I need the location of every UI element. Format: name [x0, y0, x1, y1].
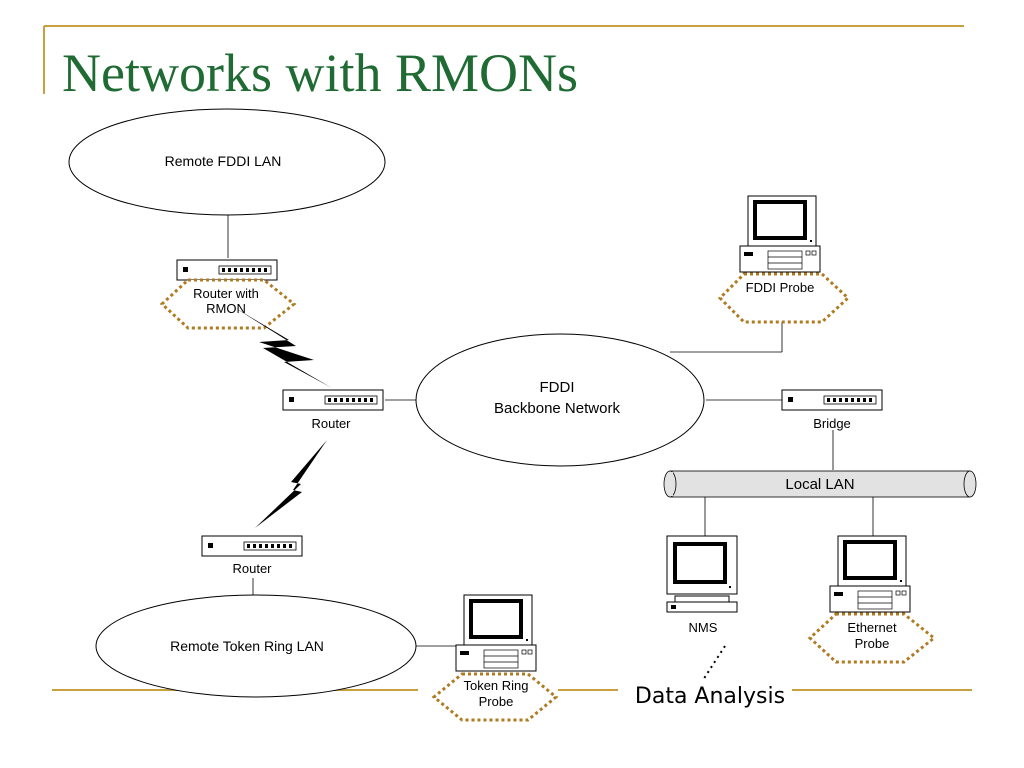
fddi-probe-label: FDDI Probe — [746, 280, 815, 295]
ethernet-probe-label-2: Probe — [855, 636, 890, 651]
nms-label: NMS — [689, 620, 718, 635]
fddi-backbone-ellipse — [415, 333, 705, 467]
router-rmon-probe-outline — [159, 278, 297, 330]
token-ring-probe-label-2: Probe — [479, 694, 514, 709]
bridge-label: Bridge — [813, 416, 851, 431]
remote-fddi-lan-ellipse — [68, 108, 386, 216]
fddi-backbone-label-2: Backbone Network — [494, 400, 620, 417]
remote-token-ring-lan-ellipse — [95, 594, 417, 698]
local-lan-label: Local LAN — [785, 476, 854, 493]
ethernet-probe-label-1: Ethernet — [847, 620, 897, 635]
router-low-label: Router — [232, 561, 272, 576]
token-ring-probe-workstation-icon — [454, 593, 538, 673]
router-rmon-icon — [176, 259, 278, 281]
fddi-probe-outline — [717, 272, 851, 324]
router-rmon-label-2: RMON — [206, 301, 246, 316]
local-lan-pipe — [663, 470, 977, 498]
remote-token-ring-lan-label: Remote Token Ring LAN — [170, 638, 324, 654]
data-analysis-label: Data Analysis — [635, 684, 785, 709]
nms-workstation-icon — [665, 534, 739, 614]
token-ring-probe-label-1: Token Ring — [463, 678, 528, 693]
fddi-probe-workstation-icon — [738, 194, 822, 274]
router-mid-icon — [282, 389, 384, 411]
remote-fddi-lan-label: Remote FDDI LAN — [165, 153, 282, 169]
router-mid-label: Router — [311, 416, 351, 431]
data-analysis-dotted-link — [702, 645, 726, 681]
ethernet-probe-workstation-icon — [828, 534, 912, 614]
router-low-icon — [201, 535, 303, 557]
wan-link-lower-icon — [255, 440, 327, 528]
fddi-backbone-label-1: FDDI — [540, 379, 575, 396]
ethernet-probe-outline — [807, 612, 937, 664]
router-rmon-label-1: Router with — [193, 286, 259, 301]
slide-title: Networks with RMONs — [62, 43, 579, 103]
token-ring-probe-outline — [431, 672, 559, 722]
bridge-icon — [781, 389, 883, 411]
